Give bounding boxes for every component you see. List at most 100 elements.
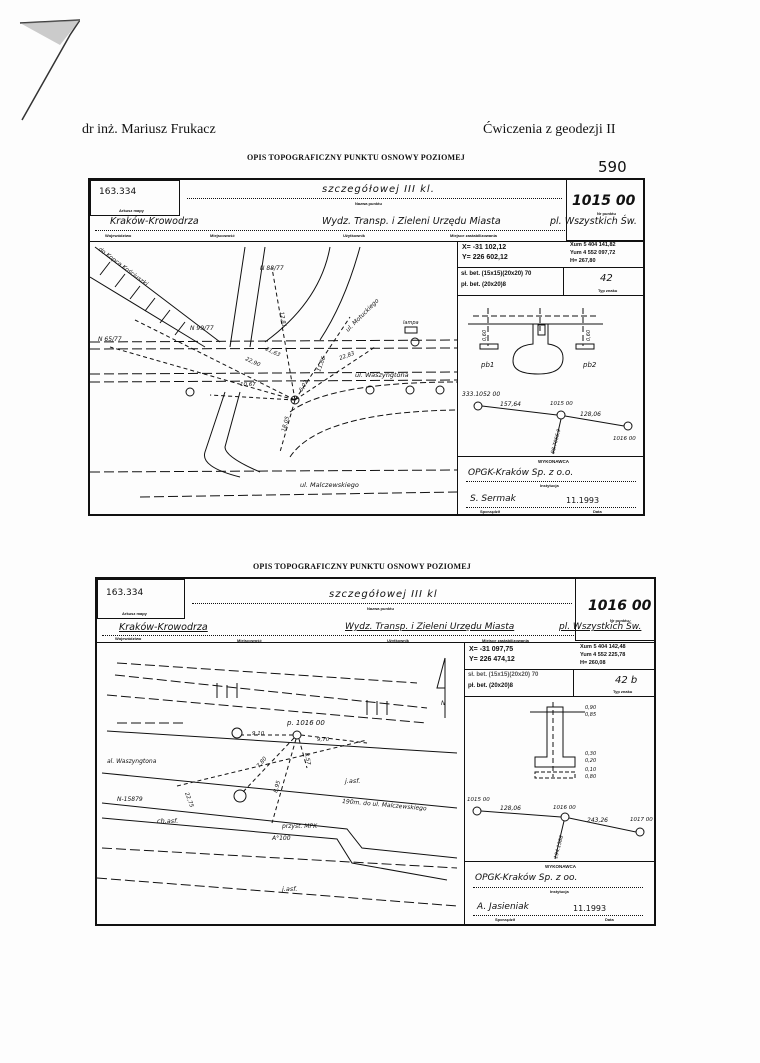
form1: 163.334 Arkusz mapy szczegółowej III kl.… bbox=[88, 178, 645, 516]
sketch-label: 0,80 bbox=[585, 774, 596, 780]
map-measure: 9,70 bbox=[317, 737, 330, 743]
coord-y: Y= 226 474,12 bbox=[469, 656, 515, 663]
coord-yum: Yum 4 552 097,72 bbox=[570, 250, 616, 256]
caption: Typ znaku bbox=[613, 689, 633, 694]
prepared-by: S. Sermak bbox=[470, 494, 516, 504]
institution: OPGK-Kraków Sp. z oo. bbox=[475, 873, 578, 883]
map-label: ul. Waszyngtona bbox=[355, 371, 409, 379]
form2: 163.334 Arkusz mapy szczegółowej III kl … bbox=[95, 577, 656, 926]
caption: Instytucja bbox=[540, 483, 559, 488]
point-no-cell: 1016 00 Nr punktu bbox=[575, 577, 656, 641]
point-no: 1015 00 bbox=[572, 193, 636, 209]
caption: Miejscowość bbox=[237, 638, 262, 643]
point-name: szczegółowej III kl. bbox=[322, 184, 435, 195]
north-arrow-label: N bbox=[441, 700, 446, 707]
scan-artifact bbox=[19, 19, 80, 121]
caption: WYKONAWCA bbox=[538, 459, 569, 464]
coord-y: Y= 226 602,12 bbox=[462, 254, 508, 261]
point-no: 1016 00 bbox=[588, 598, 652, 614]
map-label: N 65/77 bbox=[98, 336, 122, 343]
caption: WYKONAWCA bbox=[545, 864, 576, 869]
sketch-label: 0,60 bbox=[586, 330, 592, 341]
mark-type: 42 bbox=[600, 273, 613, 284]
author: dr inż. Mariusz Frukacz bbox=[82, 122, 216, 137]
map-measure: 22,75 bbox=[183, 792, 194, 809]
sheet-cell: 163.334 Arkusz mapy bbox=[97, 579, 185, 619]
map-label: j.asf. bbox=[344, 777, 360, 785]
caption: Arkusz mapy bbox=[119, 208, 144, 213]
caption: Miejscowość bbox=[210, 233, 235, 238]
form1-title: OPIS TOPOGRAFICZNY PUNKTU OSNOWY POZIOME… bbox=[247, 153, 465, 162]
traverse-distance: 243,26 bbox=[587, 817, 608, 824]
map-measure: 11,86 bbox=[316, 355, 327, 372]
user: Wydz. Transp. i Zieleni Urzędu Miasta bbox=[322, 216, 501, 227]
map-label: przyst. MPK bbox=[281, 823, 318, 830]
map-label: N-15879 bbox=[117, 796, 143, 803]
point-no-cell: 1015 00 Nr punktu bbox=[566, 178, 645, 241]
traverse-distance: 128,06 bbox=[500, 805, 521, 812]
mark-cross-section: 0,90 0,85 0,30 0,20 0,10 0,80 1015 00 12… bbox=[467, 702, 653, 860]
stabilization-2: pł. bet. (20x20)8 bbox=[461, 282, 507, 288]
caption: Data bbox=[593, 509, 602, 514]
date: 11.1993 bbox=[566, 496, 600, 505]
map-measure: 18,05 bbox=[281, 415, 291, 432]
caption: Sporządził bbox=[495, 917, 516, 922]
traverse-point: 1016 00 bbox=[553, 805, 576, 811]
coord-xum: Xum 5 404 142,48 bbox=[580, 644, 626, 650]
caption: Sporządził bbox=[480, 509, 501, 514]
map-label: al. Waszyngtona bbox=[107, 758, 157, 765]
sketch-label: 0,30 bbox=[585, 751, 596, 757]
sheet-cell: 163.334 Arkusz mapy bbox=[90, 180, 180, 216]
caption: Nazwa punktu bbox=[355, 201, 382, 206]
map-measure: 8,57 bbox=[303, 752, 311, 766]
sketch-label: 0,10 bbox=[585, 767, 596, 773]
map-label: ul. Motuckiego bbox=[344, 297, 380, 333]
sketch-label: pb2 bbox=[582, 361, 597, 369]
coord-x: X= -31 097,75 bbox=[469, 646, 514, 653]
location-sketch-map: p. 1016 00 al. Waszyngtona N-15879 190m.… bbox=[97, 657, 458, 907]
traverse-side: 98.7056.9 bbox=[550, 428, 562, 454]
coord-yum: Yum 4 552 225,78 bbox=[580, 652, 626, 658]
caption: Nr punktu bbox=[597, 211, 616, 216]
stabilization-2: pł. bet. (20x20)8 bbox=[468, 683, 514, 689]
stabilization-1: sł. bet. (15x15)(20x20) 70 bbox=[461, 271, 532, 277]
caption: Miejsce zastabilizowania bbox=[482, 638, 529, 643]
sketch-label: 0,85 bbox=[585, 712, 596, 718]
map-label: 190m. do ul. Malczewskiego bbox=[342, 798, 427, 812]
map-label: N 88/77 bbox=[260, 265, 284, 272]
map-measure: 10,67 bbox=[240, 382, 256, 388]
mark-type: 42 b bbox=[615, 675, 638, 686]
map-measure: 22,83 bbox=[339, 351, 356, 362]
course-title: Ćwiczenia z geodezji II bbox=[483, 122, 616, 137]
info-panel: X= -31 097,75 Y= 226 474,12 Xum 5 404 14… bbox=[464, 642, 656, 926]
coord-x: X= -31 102,12 bbox=[462, 244, 507, 251]
map-label: A°100 bbox=[271, 835, 291, 842]
map-measure: 7,80 bbox=[256, 756, 269, 770]
caption: Nr punktu bbox=[610, 618, 629, 623]
sketch-label: 0,90 bbox=[585, 705, 596, 711]
map-label: ch.asf. bbox=[157, 817, 178, 825]
caption: Arkusz mapy bbox=[122, 611, 147, 616]
mark-cross-section: pb1 pb2 0,60 0,60 333.1052 00 157,64 101… bbox=[462, 308, 636, 455]
form1-page-no: 590 bbox=[598, 158, 627, 176]
location: pl. Wszystkich Św. bbox=[550, 216, 637, 227]
caption: Typ znaku bbox=[598, 288, 618, 293]
location: pl. Wszystkich Św. bbox=[559, 622, 642, 632]
map-measure: 6,02 bbox=[299, 379, 311, 393]
height: H= 267,80 bbox=[570, 258, 596, 264]
stabilization-1: sł. bet. (15x15)(20x20) 70 bbox=[468, 672, 539, 678]
map-measure: 9,10 bbox=[252, 731, 265, 737]
caption: Data bbox=[605, 917, 614, 922]
sheet-value: 163.334 bbox=[106, 588, 144, 598]
map-measure: 12,81 bbox=[278, 311, 287, 328]
map-label: do Kopca Kościuszki bbox=[97, 246, 150, 288]
traverse-point: 1016 00 bbox=[613, 436, 636, 442]
user: Wydz. Transp. i Zieleni Urzędu Miasta bbox=[345, 622, 515, 632]
traverse-point: 1017 00 bbox=[630, 817, 653, 823]
map-measure: 22,90 bbox=[244, 356, 261, 368]
form2-title: OPIS TOPOGRAFICZNY PUNKTU OSNOWY POZIOME… bbox=[253, 562, 471, 571]
traverse-point: 1015 00 bbox=[550, 401, 573, 407]
voivodeship: Kraków-Krowodrza bbox=[119, 622, 208, 633]
map-measure: 8,95 bbox=[273, 780, 282, 794]
